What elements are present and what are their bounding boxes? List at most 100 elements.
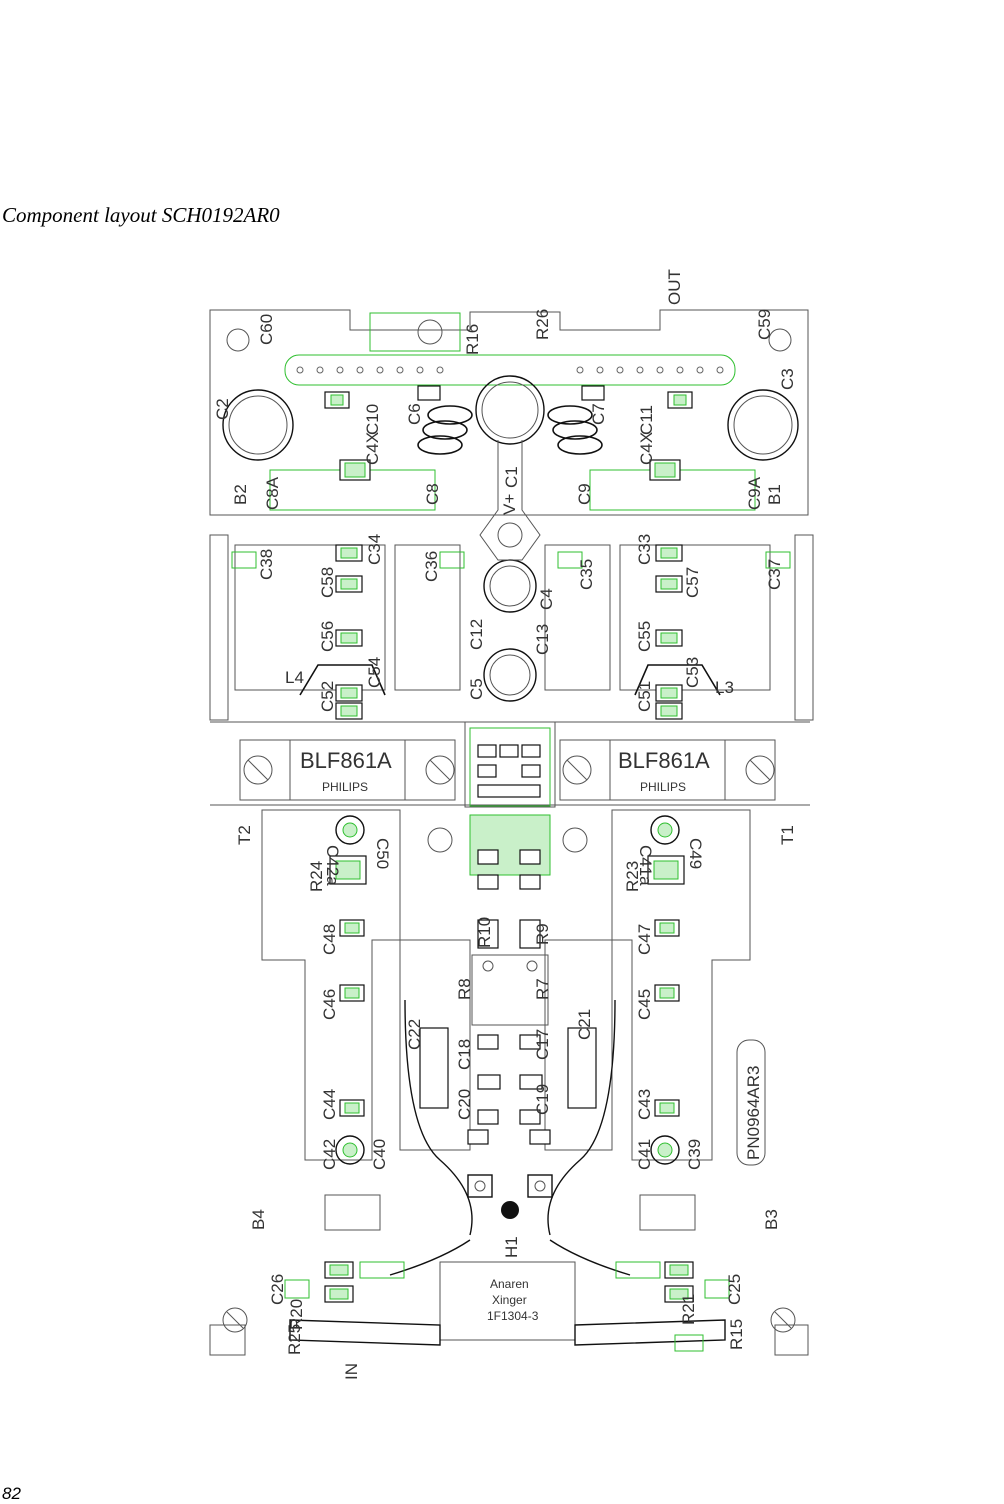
- ref-label: C6: [405, 403, 424, 425]
- coupler-maker: Anaren: [490, 1277, 529, 1291]
- transistor-t2-part: BLF861A: [300, 748, 392, 773]
- ref-label: C48: [320, 924, 339, 955]
- ref-label: C42: [320, 1139, 339, 1170]
- ref-label: R8: [455, 978, 474, 1000]
- reference-designators: C60 C2 B2 C8A C10 C4X C6 C8 R16 R26 C1 C…: [213, 309, 797, 1355]
- transistor-t2: [239, 739, 456, 801]
- ref-label: C42a: [323, 845, 342, 886]
- ref-label: R15: [727, 1319, 746, 1350]
- smd-pads-lower: [329, 815, 685, 1165]
- ref-label: C36: [422, 551, 441, 582]
- ref-label: C33: [635, 534, 654, 565]
- transistor-t1-maker: PHILIPS: [640, 780, 686, 794]
- ref-label: C4X: [363, 432, 382, 465]
- ref-label: R9: [533, 923, 552, 945]
- ref-label: C2: [213, 398, 232, 420]
- ref-label: R24: [307, 861, 326, 892]
- ref-label: L4: [285, 668, 304, 687]
- ref-label: R23: [623, 861, 642, 892]
- ref-label: R21: [679, 1294, 698, 1325]
- bias-network: [419, 727, 597, 1219]
- transistor-t1-ref: T1: [778, 825, 797, 845]
- ref-label: C37: [765, 559, 784, 590]
- ref-label: C3: [778, 368, 797, 390]
- output-connector-label: OUT: [665, 269, 684, 305]
- electrolytic-capacitors-top: [222, 328, 799, 702]
- ref-label: C60: [257, 314, 276, 345]
- ref-label: C10: [363, 404, 382, 435]
- ref-label: C34: [365, 534, 384, 565]
- ref-label: C44: [320, 1089, 339, 1120]
- ref-label: C47: [635, 924, 654, 955]
- ref-label: B4: [249, 1209, 268, 1230]
- ref-label: C57: [683, 567, 702, 598]
- ref-label: C46: [320, 989, 339, 1020]
- ref-label: C39: [685, 1139, 704, 1170]
- transistor-t2-maker: PHILIPS: [322, 780, 368, 794]
- ref-label: C4: [537, 588, 556, 610]
- ref-label: B3: [762, 1209, 781, 1230]
- ref-label: C18: [455, 1039, 474, 1070]
- ref-label: C56: [318, 621, 337, 652]
- supply-track: [479, 440, 541, 561]
- transistor-t1-part: BLF861A: [618, 748, 710, 773]
- figure-caption: Component layout SCH0192AR0: [2, 203, 280, 227]
- ref-label: C51: [635, 681, 654, 712]
- input-connector-label: IN: [342, 1363, 361, 1380]
- ref-label: R26: [533, 309, 552, 340]
- ref-label: H1: [502, 1236, 521, 1258]
- ref-label: C45: [635, 989, 654, 1020]
- ref-label: C8: [423, 483, 442, 505]
- input-traces: [289, 999, 726, 1346]
- ref-label: C9A: [745, 476, 764, 510]
- coils-top: [417, 405, 603, 455]
- ref-label: C40: [370, 1139, 389, 1170]
- ref-label: C53: [683, 657, 702, 688]
- ref-label: C41: [635, 1139, 654, 1170]
- ref-label: C52: [318, 681, 337, 712]
- ref-label: C38: [257, 549, 276, 580]
- ref-label: C35: [577, 559, 596, 590]
- coupler-series: Xinger: [492, 1293, 527, 1307]
- ref-label: L3: [715, 678, 734, 697]
- ref-label: C5: [467, 678, 486, 700]
- smd-pads-top: [269, 385, 756, 511]
- coupler-part: 1F1304-3: [487, 1309, 539, 1323]
- ref-label: C22: [405, 1019, 424, 1050]
- ref-label: C13: [533, 624, 552, 655]
- ref-label: B1: [765, 484, 784, 505]
- ref-label: C54: [365, 657, 384, 688]
- ref-label: C20: [455, 1089, 474, 1120]
- ref-label: C7: [589, 403, 608, 425]
- board-part-number: PN0964AR3: [744, 1065, 763, 1160]
- ref-label: B2: [231, 484, 250, 505]
- ref-label: R7: [533, 978, 552, 1000]
- ref-label: C50: [373, 838, 392, 869]
- board-outline: [209, 309, 814, 1356]
- transistor-t1: [559, 739, 776, 801]
- transistor-t2-ref: T2: [235, 825, 254, 845]
- ref-label: C8A: [263, 476, 282, 510]
- ref-label: C9: [575, 483, 594, 505]
- ref-label: R25: [285, 1324, 304, 1355]
- smd-pads-bottom: [222, 1261, 796, 1352]
- part-number-outline: [736, 1039, 766, 1166]
- ref-label: C25: [725, 1274, 744, 1305]
- ref-label: C58: [318, 567, 337, 598]
- ref-label: C12: [467, 619, 486, 650]
- ref-label: C55: [635, 621, 654, 652]
- output-microstrip: [284, 312, 736, 386]
- ref-label: C19: [533, 1084, 552, 1115]
- ref-label: R10: [475, 917, 494, 948]
- ref-label: C49: [686, 838, 705, 869]
- ref-label: C17: [533, 1029, 552, 1060]
- ref-label: R16: [463, 324, 482, 355]
- ref-label: C21: [575, 1009, 594, 1040]
- smd-pads-middle: [231, 544, 791, 720]
- page-number: 82: [2, 1484, 21, 1503]
- ref-label: C59: [755, 309, 774, 340]
- ref-label: C41a: [636, 845, 655, 886]
- ref-label: C11: [637, 405, 656, 435]
- ref-label: C43: [635, 1089, 654, 1120]
